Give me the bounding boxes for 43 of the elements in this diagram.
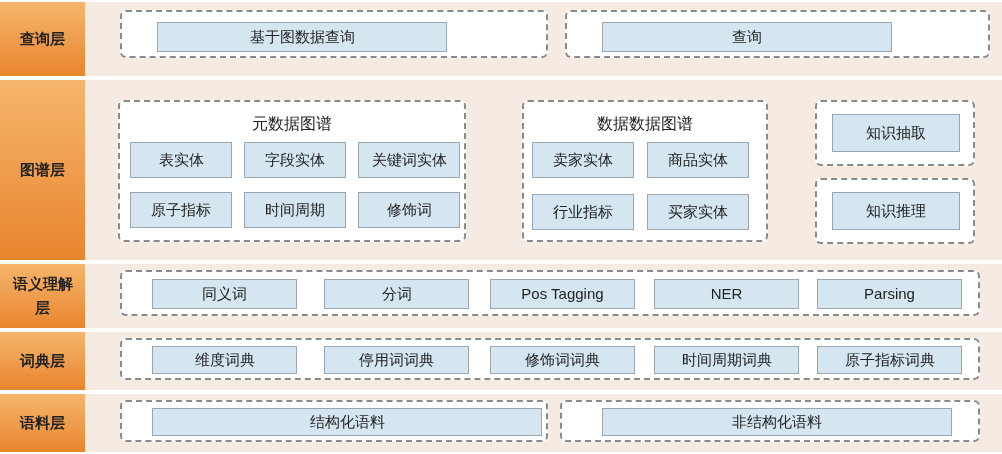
component-box: 查询 xyxy=(602,22,892,52)
component-box: 字段实体 xyxy=(244,142,346,178)
layer-label: 图谱层 xyxy=(0,80,85,260)
component-box: 基于图数据查询 xyxy=(157,22,447,52)
component-box: 买家实体 xyxy=(647,194,749,230)
component-box: 分词 xyxy=(324,279,469,309)
dashed-group-box xyxy=(815,178,975,244)
component-box: Pos Tagging xyxy=(490,279,635,309)
dashed-group-box xyxy=(120,400,548,442)
dashed-group-box xyxy=(120,338,980,380)
dashed-group-box xyxy=(560,400,980,442)
layer-label: 词典层 xyxy=(0,332,85,390)
dashed-group-box xyxy=(120,270,980,316)
component-box: 时间周期词典 xyxy=(654,346,799,374)
component-box: 停用词词典 xyxy=(324,346,469,374)
layer-label: 语料层 xyxy=(0,394,85,452)
dashed-group-box xyxy=(118,100,466,242)
component-box: Parsing xyxy=(817,279,962,309)
dashed-group-box xyxy=(120,10,548,58)
component-box: 知识抽取 xyxy=(832,114,960,152)
group-heading: 元数据图谱 xyxy=(251,114,333,134)
component-box: 结构化语料 xyxy=(152,408,542,436)
component-box: 行业指标 xyxy=(532,194,634,230)
component-box: NER xyxy=(654,279,799,309)
component-box: 同义词 xyxy=(152,279,297,309)
component-box: 表实体 xyxy=(130,142,232,178)
component-box: 维度词典 xyxy=(152,346,297,374)
component-box: 非结构化语料 xyxy=(602,408,952,436)
component-box: 商品实体 xyxy=(647,142,749,178)
component-box: 修饰词词典 xyxy=(490,346,635,374)
layer-label: 查询层 xyxy=(0,2,85,76)
component-box: 原子指标 xyxy=(130,192,232,228)
component-box: 原子指标词典 xyxy=(817,346,962,374)
group-heading: 数据数据图谱 xyxy=(596,114,694,134)
dashed-group-box xyxy=(522,100,768,242)
component-box: 知识推理 xyxy=(832,192,960,230)
layer-label: 语义理解层 xyxy=(0,264,85,328)
component-box: 修饰词 xyxy=(358,192,460,228)
component-box: 时间周期 xyxy=(244,192,346,228)
component-box: 卖家实体 xyxy=(532,142,634,178)
component-box: 关键词实体 xyxy=(358,142,460,178)
dashed-group-box xyxy=(815,100,975,166)
dashed-group-box xyxy=(565,10,990,58)
